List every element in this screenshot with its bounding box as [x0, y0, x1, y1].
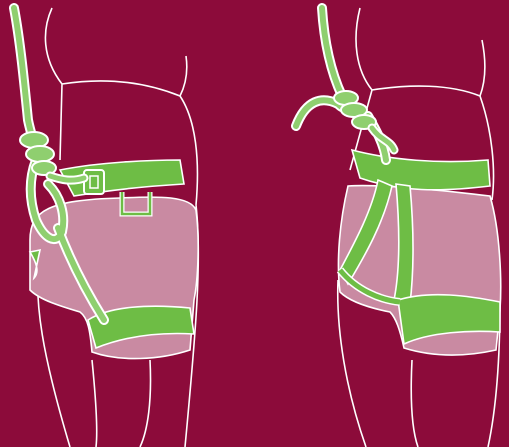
left-buckle [84, 170, 104, 194]
